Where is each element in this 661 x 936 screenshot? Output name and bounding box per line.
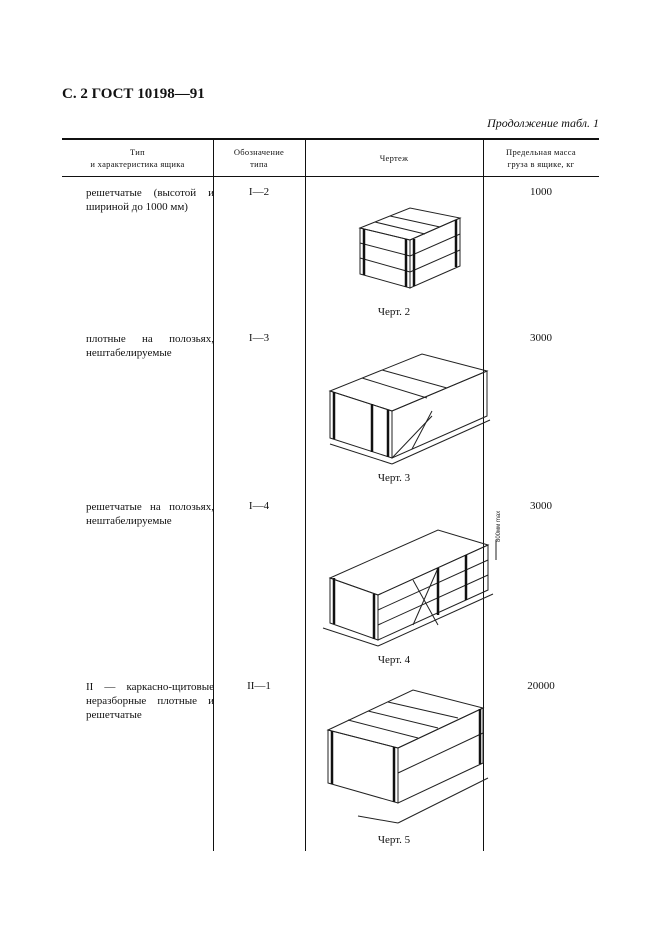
header-line: и характеристика ящика [90,159,185,169]
table-top-rule [62,138,599,140]
row-description: плотные на полозьях, нештабелируемые [86,333,214,359]
column-header-code: Обозначение типа [213,146,305,170]
header-line: Чертеж [379,153,409,163]
drawing-caption: Черт. 3 [377,472,411,484]
page-title: С. 2 ГОСТ 10198—91 [62,86,205,102]
column-header-drawing: Чертеж [305,152,483,164]
row-code: II—1 [247,680,271,692]
row-code: I—3 [248,332,270,344]
drawing-caption: Черт. 5 [377,834,411,846]
dimension-annotation: 800мм max [496,511,502,542]
row-mass: 3000 [530,332,552,344]
column-header-mass: Предельная масса груза в ящике, кг [483,146,599,170]
drawing-caption: Черт. 2 [377,306,411,318]
table-header-rule [62,176,599,177]
table-continuation-label: Продолжение табл. 1 [487,116,599,130]
drawing-caption: Черт. 4 [377,654,411,666]
row-description: решетчатые (высотой и шириной до 1000 мм… [86,187,214,213]
crate-drawing-5 [326,689,489,824]
column-divider [483,139,484,851]
column-divider [213,139,214,851]
crate-drawing-3 [328,353,491,465]
column-header-type: Тип и характеристика ящика [62,146,213,170]
row-code: I—2 [248,186,270,198]
row-mass: 3000 [530,500,552,512]
row-mass: 1000 [530,186,552,198]
header-line: Обозначение [233,147,285,157]
header-line: Предельная масса [506,147,576,157]
header-line: груза в ящике, кг [507,159,575,169]
column-divider [305,139,306,851]
row-description: II — каркасно-щитовые неразборные плотны… [86,681,214,721]
header-line: Тип [130,147,145,157]
row-mass: 20000 [527,680,555,692]
row-code: I—4 [248,500,270,512]
header-line: типа [250,159,268,169]
row-description: решетчатые на полозьях, нештабелируемые [86,501,214,527]
crate-drawing-4: 800мм max [322,511,502,647]
crate-drawing-2 [358,207,462,289]
